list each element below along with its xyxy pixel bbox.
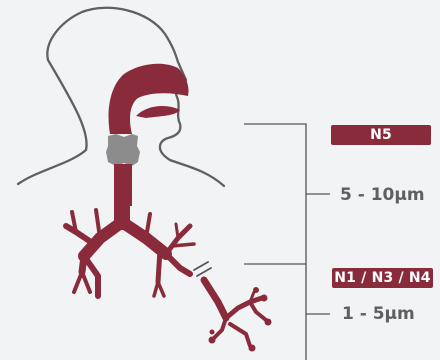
badge-n1-n3-n4: N1 / N3 / N4 xyxy=(332,268,433,288)
badge-n5: N5 xyxy=(331,125,431,145)
particle-size-lower: 1 - 5µm xyxy=(342,304,415,324)
break-marks xyxy=(194,262,211,276)
larynx xyxy=(106,134,140,166)
particle-size-upper: 5 - 10µm xyxy=(340,185,425,205)
oral-cavity xyxy=(136,106,180,118)
size-brackets xyxy=(244,124,330,360)
bronchial-tree xyxy=(66,200,194,296)
